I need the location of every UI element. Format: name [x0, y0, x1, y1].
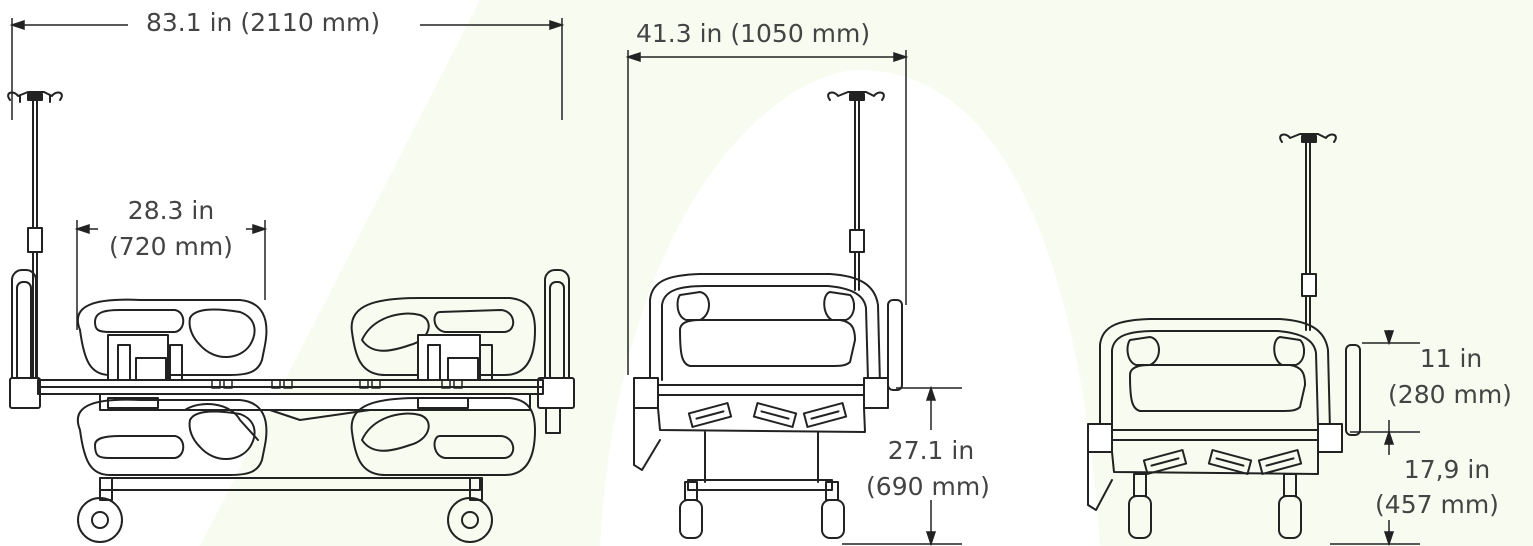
rail-height-mm-label: (280 mm) — [1388, 380, 1512, 409]
overall-width-label: 41.3 in (1050 mm) — [636, 19, 871, 48]
dimension-lines-end-low — [1330, 330, 1420, 546]
siderail-length-in-label: 28.3 in — [127, 196, 215, 225]
side-view-bed — [7, 91, 575, 543]
dimension-lines-side — [9, 18, 565, 330]
rail-height-in-label: 11 in — [1419, 344, 1483, 373]
siderail-length-mm-label: (720 mm) — [109, 232, 233, 261]
overall-length-label: 83.1 in (2110 mm) — [146, 8, 381, 37]
end-view-bed-high — [633, 91, 903, 539]
end-view-bed-low — [1087, 133, 1361, 539]
min-height-mm-label: (457 mm) — [1375, 490, 1499, 519]
max-height-mm-label: (690 mm) — [866, 472, 990, 501]
background-shapes — [200, 0, 1533, 546]
max-height-in-label: 27.1 in — [887, 436, 975, 465]
dimension-lines-end-high — [625, 50, 962, 546]
min-height-in-label: 17,9 in — [1403, 455, 1491, 484]
